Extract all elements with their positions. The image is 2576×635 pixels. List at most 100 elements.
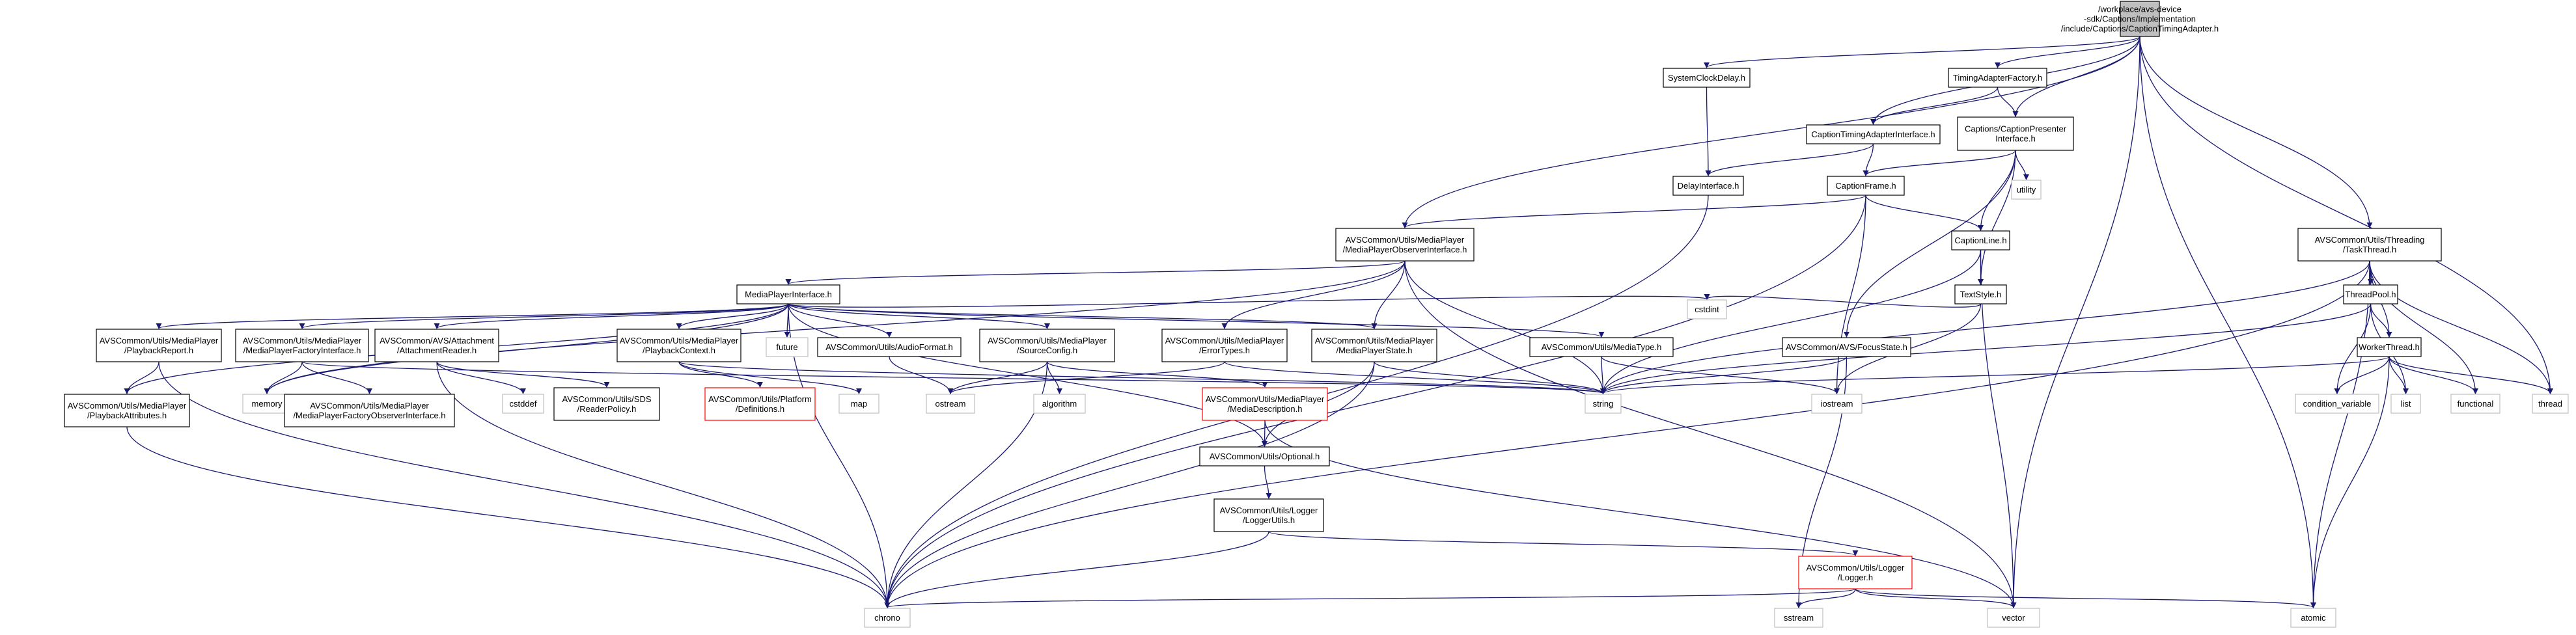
edge-loggerutils-to-logger <box>1268 531 1859 556</box>
node-mediadesc[interactable]: AVSCommon/Utils/MediaPlayer/MediaDescrip… <box>1202 387 1328 421</box>
node-label: AVSCommon/Utils/MediaPlayer <box>243 336 362 345</box>
edge-audiofmt-to-ostream <box>889 356 954 394</box>
node-workerthread[interactable]: WorkerThread.h <box>2357 337 2422 357</box>
node-logger[interactable]: AVSCommon/Utils/Logger/Logger.h <box>1798 556 1913 589</box>
edge-mpi-to-mediatype <box>788 303 1605 338</box>
node-box <box>1987 608 2040 628</box>
edge-workerthread-to-thread <box>2389 356 2553 394</box>
edge-taskthread-to-functional <box>2369 260 2479 394</box>
node-chrono: chrono <box>864 608 911 628</box>
node-thread: thread <box>2532 394 2569 414</box>
node-taskthread[interactable]: AVSCommon/Utils/Threading/TaskThread.h <box>2297 228 2442 262</box>
node-label: condition_variable <box>2303 399 2372 409</box>
node-readerpolicy[interactable]: AVSCommon/Utils/SDS/ReaderPolicy.h <box>553 387 660 421</box>
edge-srccfg-to-ostream <box>947 361 1048 394</box>
node-label: TimingAdapterFactory.h <box>1953 73 2042 83</box>
edge-cline-to-string <box>1600 249 1982 394</box>
node-textstyle[interactable]: TextStyle.h <box>1954 284 2007 304</box>
node-audiofmt[interactable]: AVSCommon/Utils/AudioFormat.h <box>817 337 962 357</box>
edge-ctai-to-delayi <box>1705 143 1874 176</box>
node-atomic: atomic <box>2290 608 2336 628</box>
edge-threadpool-to-workerthread <box>2370 303 2392 338</box>
node-future: future <box>766 337 809 357</box>
edge-optional-to-loggerutils <box>1264 465 1272 499</box>
node-label: /MediaPlayerState.h <box>1336 345 1412 355</box>
edge-taskthread-to-string <box>1600 260 2370 394</box>
node-cline[interactable]: CaptionLine.h <box>1951 230 2010 250</box>
node-box <box>1782 337 1911 357</box>
edge-workerthread-to-functional <box>2389 356 2479 394</box>
node-label: memory <box>252 399 283 409</box>
node-attreader[interactable]: AVSCommon/AVS/Attachment/AttachmentReade… <box>374 329 499 362</box>
edge-mediadesc-to-optional <box>1261 420 1268 447</box>
node-string: string <box>1585 394 1622 414</box>
node-pbctx[interactable]: AVSCommon/Utils/MediaPlayer/PlaybackCont… <box>616 329 741 362</box>
node-pbreport[interactable]: AVSCommon/Utils/MediaPlayer/PlaybackRepo… <box>96 329 222 362</box>
node-optional[interactable]: AVSCommon/Utils/Optional.h <box>1199 446 1330 466</box>
node-label: AVSCommon/Utils/MediaPlayer <box>1315 336 1434 345</box>
node-delayi[interactable]: DelayInterface.h <box>1672 176 1744 196</box>
edge-attreader-to-readerpolicy <box>436 361 610 388</box>
node-mpi[interactable]: MediaPlayerInterface.h <box>736 284 840 304</box>
edge-mpfi-to-memory <box>264 361 303 394</box>
node-mediatype[interactable]: AVSCommon/Utils/MediaType.h <box>1529 337 1674 357</box>
edge-mpoi-to-mpstate <box>1371 260 1406 329</box>
node-box <box>1161 329 1288 362</box>
node-label: /Logger.h <box>1838 573 1873 582</box>
edge-mpoi-to-errtypes <box>1221 260 1406 329</box>
node-root[interactable]: /workplace/avs-device-sdk/Captions/Imple… <box>2061 1 2219 37</box>
node-label: /MediaDescription.h <box>1228 404 1303 414</box>
node-tafactory[interactable]: TimingAdapterFactory.h <box>1948 68 2047 88</box>
edge-mpi-to-audiofmt <box>788 303 893 338</box>
edge-root-to-atomic <box>2139 36 2317 608</box>
node-mpstate[interactable]: AVSCommon/Utils/MediaPlayer/MediaPlayerS… <box>1311 329 1437 362</box>
edge-mpfi-to-mpfoi <box>301 361 373 394</box>
header-nodes: /workplace/avs-device-sdk/Captions/Imple… <box>64 1 2569 628</box>
node-label: algorithm <box>1042 399 1077 409</box>
node-label: AVSCommon/Utils/MediaPlayer <box>1165 336 1284 345</box>
edge-root-to-tafactory <box>1995 36 2140 68</box>
edge-mpi-to-pbreport <box>156 303 789 329</box>
node-label: TextStyle.h <box>1960 290 2002 299</box>
node-label: /include/Captions/CaptionTimingAdapter.h <box>2061 24 2219 34</box>
node-label: ostream <box>935 399 966 409</box>
edge-mpoi-to-mpi <box>785 260 1406 285</box>
node-box <box>1529 337 1674 357</box>
node-algorithm: algorithm <box>1033 394 1086 414</box>
edge-errtypes-to-ostream <box>947 361 1225 394</box>
node-errtypes[interactable]: AVSCommon/Utils/MediaPlayer/ErrorTypes.h <box>1161 329 1288 362</box>
node-label: DelayInterface.h <box>1678 181 1739 191</box>
node-focusstate[interactable]: AVSCommon/AVS/FocusState.h <box>1782 337 1911 357</box>
node-ctai[interactable]: CaptionTimingAdapterInterface.h <box>1806 124 1941 144</box>
node-box <box>2290 608 2336 628</box>
edge-taskthread-to-thread <box>2369 260 2554 394</box>
node-cframe[interactable]: CaptionFrame.h <box>1827 176 1905 196</box>
node-loggerutils[interactable]: AVSCommon/Utils/Logger/LoggerUtils.h <box>1213 498 1324 532</box>
node-srccfg[interactable]: AVSCommon/Utils/MediaPlayer/SourceConfig… <box>979 329 1115 362</box>
node-box <box>817 337 962 357</box>
node-mpfoi[interactable]: AVSCommon/Utils/MediaPlayer/MediaPlayerF… <box>284 394 455 427</box>
node-box <box>616 329 741 362</box>
node-platdefs[interactable]: AVSCommon/Utils/Platform/Definitions.h <box>704 387 816 421</box>
node-label: cstddef <box>510 399 537 409</box>
edge-cframe-to-mpoi <box>1402 195 1866 228</box>
node-label: AVSCommon/AVS/FocusState.h <box>1786 342 1907 352</box>
node-mpoi[interactable]: AVSCommon/Utils/MediaPlayer/MediaPlayerO… <box>1335 228 1475 262</box>
edge-mpstate-to-chrono <box>884 361 1375 608</box>
node-threadpool[interactable]: ThreadPool.h <box>2343 284 2398 304</box>
node-pbattr[interactable]: AVSCommon/Utils/MediaPlayer/PlaybackAttr… <box>64 394 190 427</box>
node-mpfi[interactable]: AVSCommon/Utils/MediaPlayer/MediaPlayerF… <box>235 329 369 362</box>
node-scdelay[interactable]: SystemClockDelay.h <box>1663 68 1751 88</box>
node-label: AVSCommon/Utils/MediaType.h <box>1542 342 1662 352</box>
node-box <box>1951 230 2010 250</box>
node-iostream: iostream <box>1811 394 1863 414</box>
node-label: chrono <box>874 613 900 623</box>
edge-logger-to-sstream <box>1795 588 1856 608</box>
node-map: map <box>838 394 879 414</box>
node-box <box>284 394 455 427</box>
node-label: AVSCommon/Utils/MediaPlayer <box>1206 394 1325 404</box>
node-box <box>242 394 292 414</box>
edge-cpi-to-focusstate <box>1843 150 2016 338</box>
